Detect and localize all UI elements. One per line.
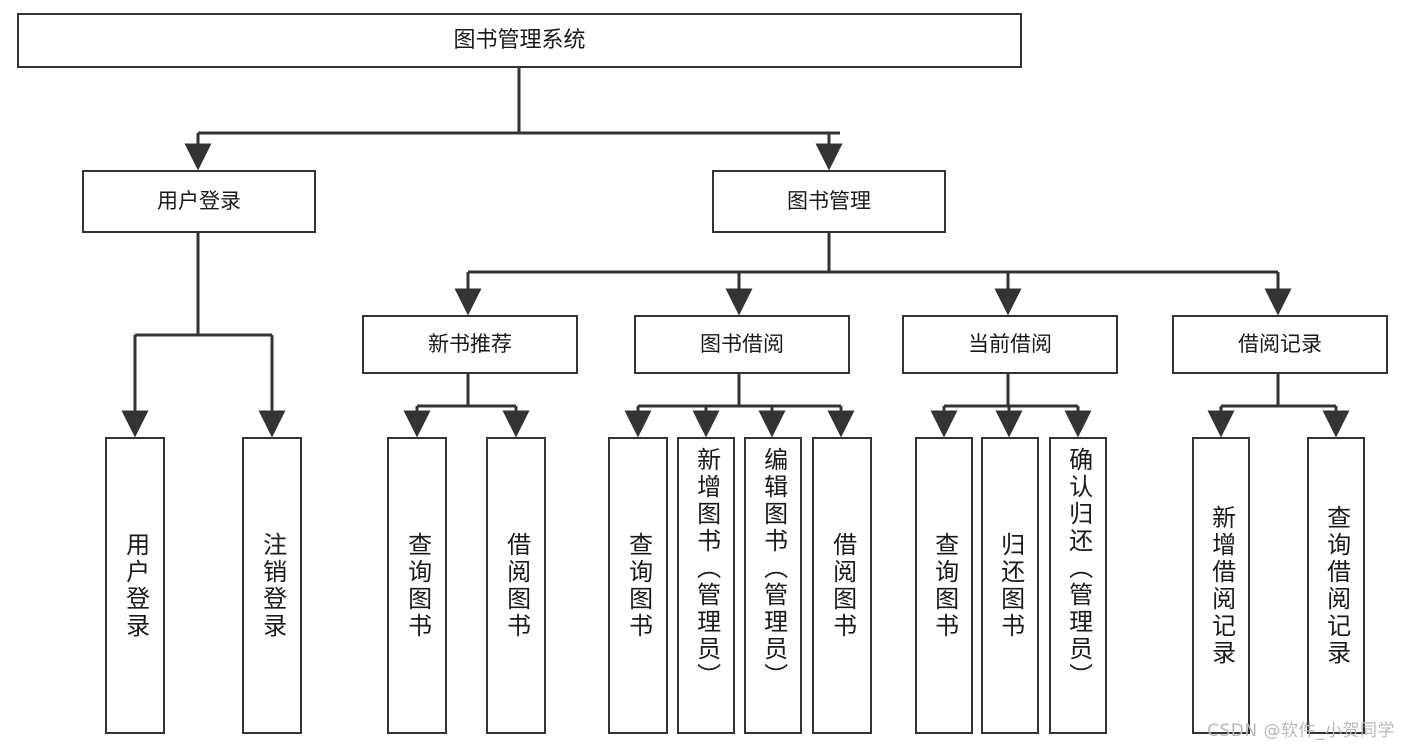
node-leaf-current-borrow-return[interactable]: 归还图书 [981,437,1039,734]
node-label: 借阅图书 [828,531,857,640]
node-leaf-book-borrow-borrow[interactable]: 借阅图书 [812,437,872,734]
node-label: 图书借阅 [700,332,784,357]
node-leaf-new-book-query[interactable]: 查询图书 [387,437,447,734]
node-label: 确认归还（管理员） [1064,447,1093,690]
node-label: 用户登录 [121,531,150,640]
node-book-management[interactable]: 图书管理 [712,170,946,233]
node-label: 编辑图书（管理员） [759,447,788,690]
node-label: 图书管理 [787,189,871,214]
node-leaf-book-borrow-query[interactable]: 查询图书 [608,437,668,734]
node-label: 注销登录 [258,531,287,640]
node-new-book-recommendation[interactable]: 新书推荐 [362,315,578,374]
node-root-book-management-system[interactable]: 图书管理系统 [17,13,1022,68]
node-label: 新增图书（管理员） [692,447,721,690]
node-current-borrowing[interactable]: 当前借阅 [902,315,1118,374]
node-label: 查询图书 [403,531,432,640]
node-label: 归还图书 [996,531,1025,640]
node-label: 查询图书 [624,531,653,640]
node-label: 借阅图书 [502,531,531,640]
node-label: 新书推荐 [428,332,512,357]
watermark-text: CSDN @软件_小贺同学 [1207,721,1395,741]
node-label: 当前借阅 [968,332,1052,357]
node-leaf-current-borrow-confirm-admin[interactable]: 确认归还（管理员） [1049,437,1107,734]
node-leaf-current-borrow-query[interactable]: 查询图书 [915,437,973,734]
node-label: 新增借阅记录 [1207,504,1236,667]
node-leaf-user-login-logout[interactable]: 注销登录 [242,437,302,734]
node-leaf-record-add[interactable]: 新增借阅记录 [1192,437,1250,734]
node-label: 借阅记录 [1238,332,1322,357]
node-leaf-book-borrow-edit-admin[interactable]: 编辑图书（管理员） [744,437,802,734]
node-label: 查询借阅记录 [1322,504,1351,667]
node-leaf-user-login-login[interactable]: 用户登录 [105,437,165,734]
node-leaf-book-borrow-add-admin[interactable]: 新增图书（管理员） [677,437,735,734]
node-leaf-new-book-borrow[interactable]: 借阅图书 [486,437,546,734]
node-user-login[interactable]: 用户登录 [82,170,316,233]
node-label: 查询图书 [930,531,959,640]
node-label: 图书管理系统 [453,27,586,53]
node-leaf-record-query[interactable]: 查询借阅记录 [1307,437,1365,734]
node-book-borrowing[interactable]: 图书借阅 [634,315,850,374]
node-borrowing-record[interactable]: 借阅记录 [1172,315,1388,374]
node-label: 用户登录 [157,189,241,214]
